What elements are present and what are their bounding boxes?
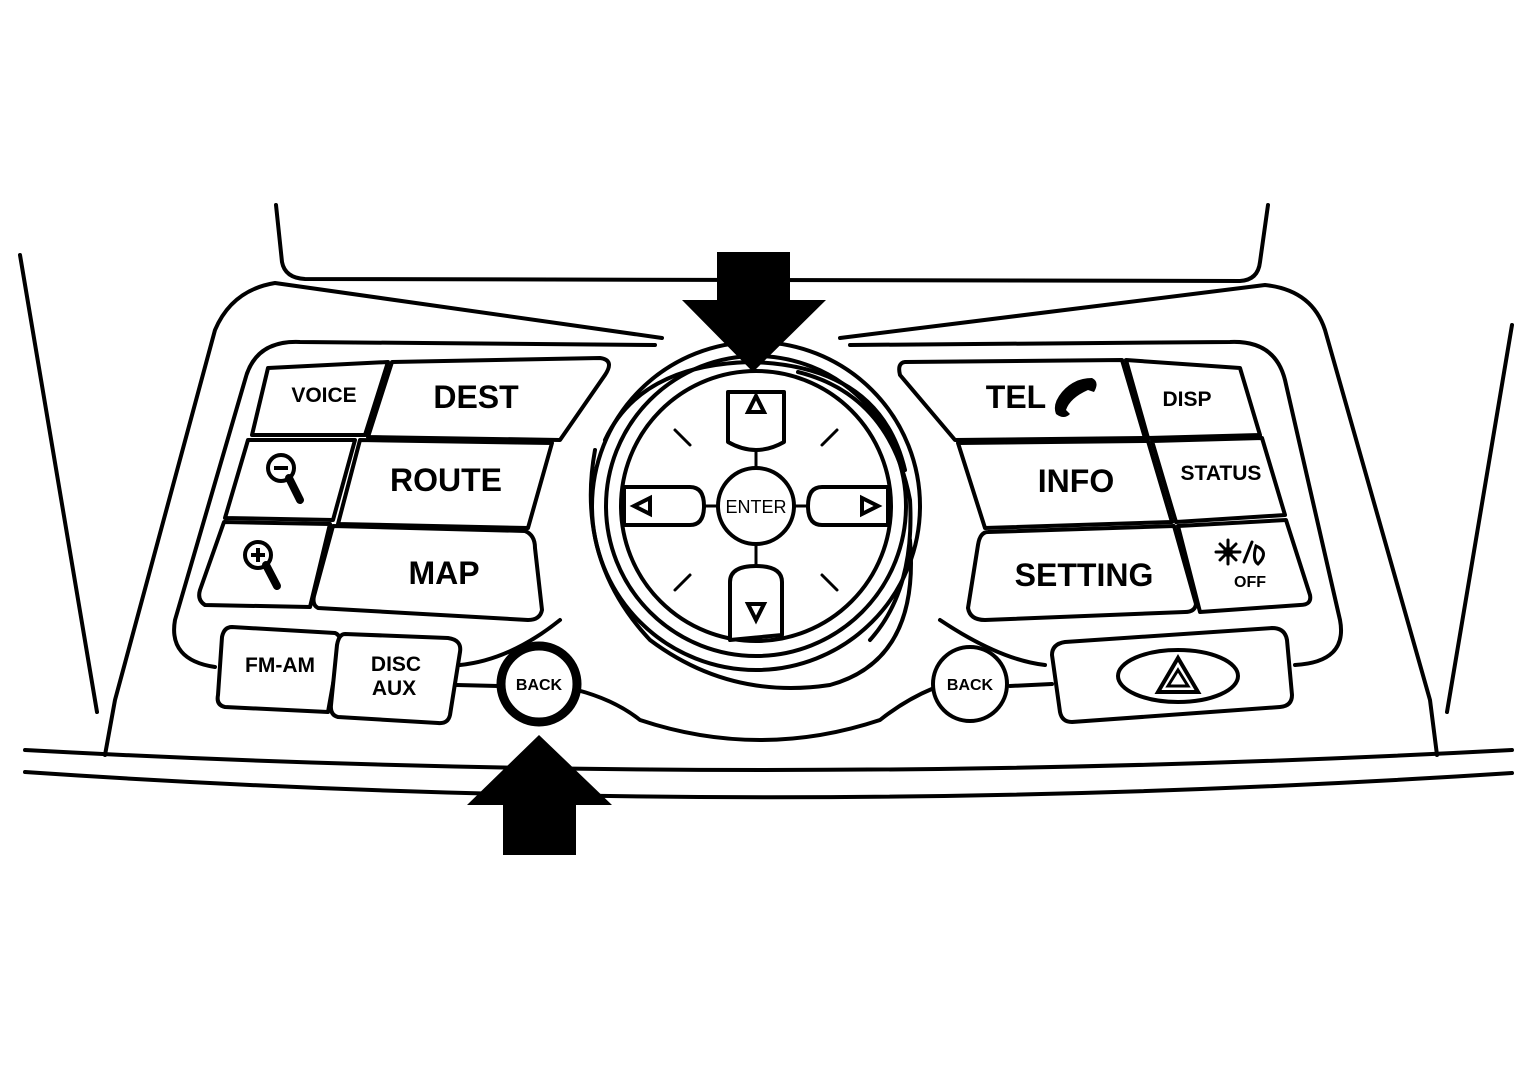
- enter-button[interactable]: ENTER: [716, 466, 796, 546]
- setting-label: SETTING: [1015, 557, 1154, 593]
- dest-label: DEST: [433, 379, 519, 415]
- left-button[interactable]: [622, 485, 706, 527]
- day-night-icon: [1214, 538, 1265, 566]
- zoom-out-icon: [266, 453, 304, 504]
- back-left-label: BACK: [516, 677, 563, 694]
- enter-label: ENTER: [725, 497, 786, 517]
- fm-am-button[interactable]: FM-AM: [215, 625, 343, 714]
- back-button-left[interactable]: BACK: [496, 641, 582, 727]
- map-label: MAP: [408, 555, 479, 591]
- voice-button[interactable]: VOICE: [250, 360, 390, 437]
- down-triangle-icon: [744, 602, 768, 625]
- status-label: STATUS: [1181, 462, 1262, 485]
- zoom-out-button[interactable]: [223, 438, 357, 522]
- hazard-triangle-icon: [1154, 654, 1202, 694]
- right-button[interactable]: [806, 485, 890, 527]
- disc-label: DISC: [371, 653, 421, 676]
- aux-label: AUX: [372, 677, 416, 700]
- right-triangle-icon: [860, 494, 883, 518]
- callout-arrow-down: [682, 252, 826, 372]
- up-triangle-icon: [744, 391, 768, 414]
- voice-label: VOICE: [291, 384, 356, 407]
- hazard-button[interactable]: [1050, 626, 1294, 724]
- left-button-panel: VOICE DEST ROUTE: [197, 356, 611, 727]
- route-button[interactable]: ROUTE: [336, 438, 554, 530]
- dest-button[interactable]: DEST: [366, 356, 611, 442]
- status-button[interactable]: STATUS: [1150, 436, 1287, 524]
- zoom-in-icon: [243, 540, 281, 590]
- tel-label: TEL: [986, 379, 1046, 415]
- left-triangle-icon: [629, 494, 652, 518]
- disp-button[interactable]: DISP: [1124, 358, 1262, 440]
- callout-arrow-up: [467, 735, 612, 855]
- route-label: ROUTE: [390, 462, 502, 498]
- multi-function-dial: ENTER: [588, 340, 922, 690]
- disp-label: DISP: [1162, 388, 1211, 411]
- zoom-in-button[interactable]: [197, 520, 332, 609]
- info-button[interactable]: INFO: [956, 439, 1174, 530]
- down-button[interactable]: [728, 564, 784, 642]
- map-button[interactable]: MAP: [311, 524, 544, 622]
- info-label: INFO: [1038, 463, 1114, 499]
- housing: [18, 203, 1514, 800]
- fm-am-label: FM-AM: [245, 654, 315, 677]
- off-label: OFF: [1234, 574, 1266, 591]
- phone-icon: [1054, 378, 1097, 417]
- up-button[interactable]: [726, 390, 786, 452]
- disc-aux-button[interactable]: DISC AUX: [328, 632, 463, 726]
- tel-button[interactable]: TEL: [897, 358, 1147, 442]
- day-night-off-button[interactable]: OFF: [1176, 518, 1313, 614]
- right-button-panel: TEL DISP INFO STATUS SETTING: [897, 358, 1313, 724]
- setting-button[interactable]: SETTING: [966, 524, 1198, 622]
- back-button-right[interactable]: BACK: [931, 645, 1009, 723]
- back-right-label: BACK: [947, 677, 994, 694]
